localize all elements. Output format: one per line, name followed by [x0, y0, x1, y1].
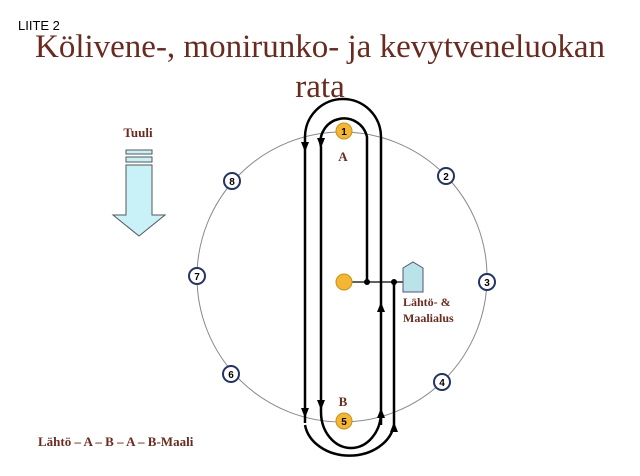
wind-arrow-icon [111, 149, 167, 237]
mark-4: 4 [433, 373, 451, 391]
mark-2: 2 [437, 167, 455, 185]
mark-3: 3 [478, 273, 496, 291]
wind-label: Tuuli [123, 125, 153, 140]
mark-5: 5 [335, 412, 353, 430]
start-buoy [335, 273, 353, 291]
svg-text:1: 1 [341, 127, 347, 138]
mark-8: 8 [223, 172, 241, 190]
mark-1: 1 [335, 122, 353, 140]
mark-a-label: A [338, 149, 348, 164]
committee-boat-icon [402, 261, 424, 293]
appendix-label: LIITE 2 [18, 18, 60, 33]
mark-6: 6 [222, 365, 240, 383]
direction-arrows [301, 138, 398, 432]
mark-7: 7 [188, 267, 206, 285]
svg-text:7: 7 [194, 272, 200, 283]
svg-text:5: 5 [341, 417, 347, 428]
svg-text:3: 3 [484, 278, 490, 289]
svg-text:2: 2 [443, 172, 449, 183]
svg-text:6: 6 [228, 370, 234, 381]
svg-text:4: 4 [439, 378, 445, 389]
mark-b-label: B [339, 394, 348, 409]
title-line1: Kölivene-, monirunko- ja kevytveneluokan [34, 29, 605, 65]
boat-label-1: Lähtö- & [403, 295, 451, 309]
course-sequence: Lähtö – A – B – A – B-Maali [38, 434, 194, 449]
svg-text:8: 8 [229, 177, 235, 188]
boat-label-2: Maalialus [403, 311, 454, 325]
